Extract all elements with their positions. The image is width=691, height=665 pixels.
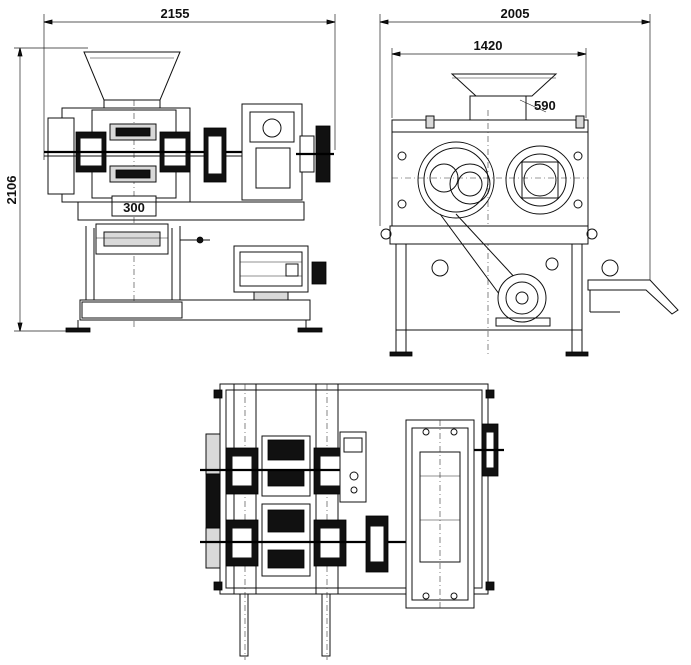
dimension-front-height-label: 2106 — [4, 176, 19, 205]
front-hopper — [83, 51, 181, 101]
dimension-side-width: 2005 — [379, 6, 651, 282]
top-lower-roller-row — [200, 503, 408, 577]
top-gearbox — [405, 419, 475, 610]
discharge-chute — [587, 279, 679, 315]
front-gearbox — [203, 103, 334, 201]
side-right-roller — [505, 145, 575, 215]
dimension-front-width-label: 2155 — [161, 6, 190, 21]
side-motor — [495, 273, 551, 327]
side-roller-housing — [391, 119, 589, 227]
dimension-side-width-label: 2005 — [501, 6, 530, 21]
front-left-roller-assembly — [44, 117, 248, 195]
side-hopper — [450, 73, 558, 97]
side-left-roller — [417, 141, 495, 219]
dimension-side-inner-width: 1420 — [391, 38, 587, 118]
top-view — [200, 383, 504, 660]
dimension-front-width: 2155 — [43, 6, 336, 160]
front-view: 2155 2106 — [4, 6, 336, 333]
dimension-side-inner-width-label: 1420 — [474, 38, 503, 53]
roller-dimension-label: 300 — [123, 200, 145, 215]
side-view: 2005 1420 590 — [379, 6, 679, 357]
dimension-front-height: 2106 — [4, 47, 88, 332]
hopper-dimension-label: 590 — [534, 98, 556, 113]
front-motor — [233, 245, 327, 301]
